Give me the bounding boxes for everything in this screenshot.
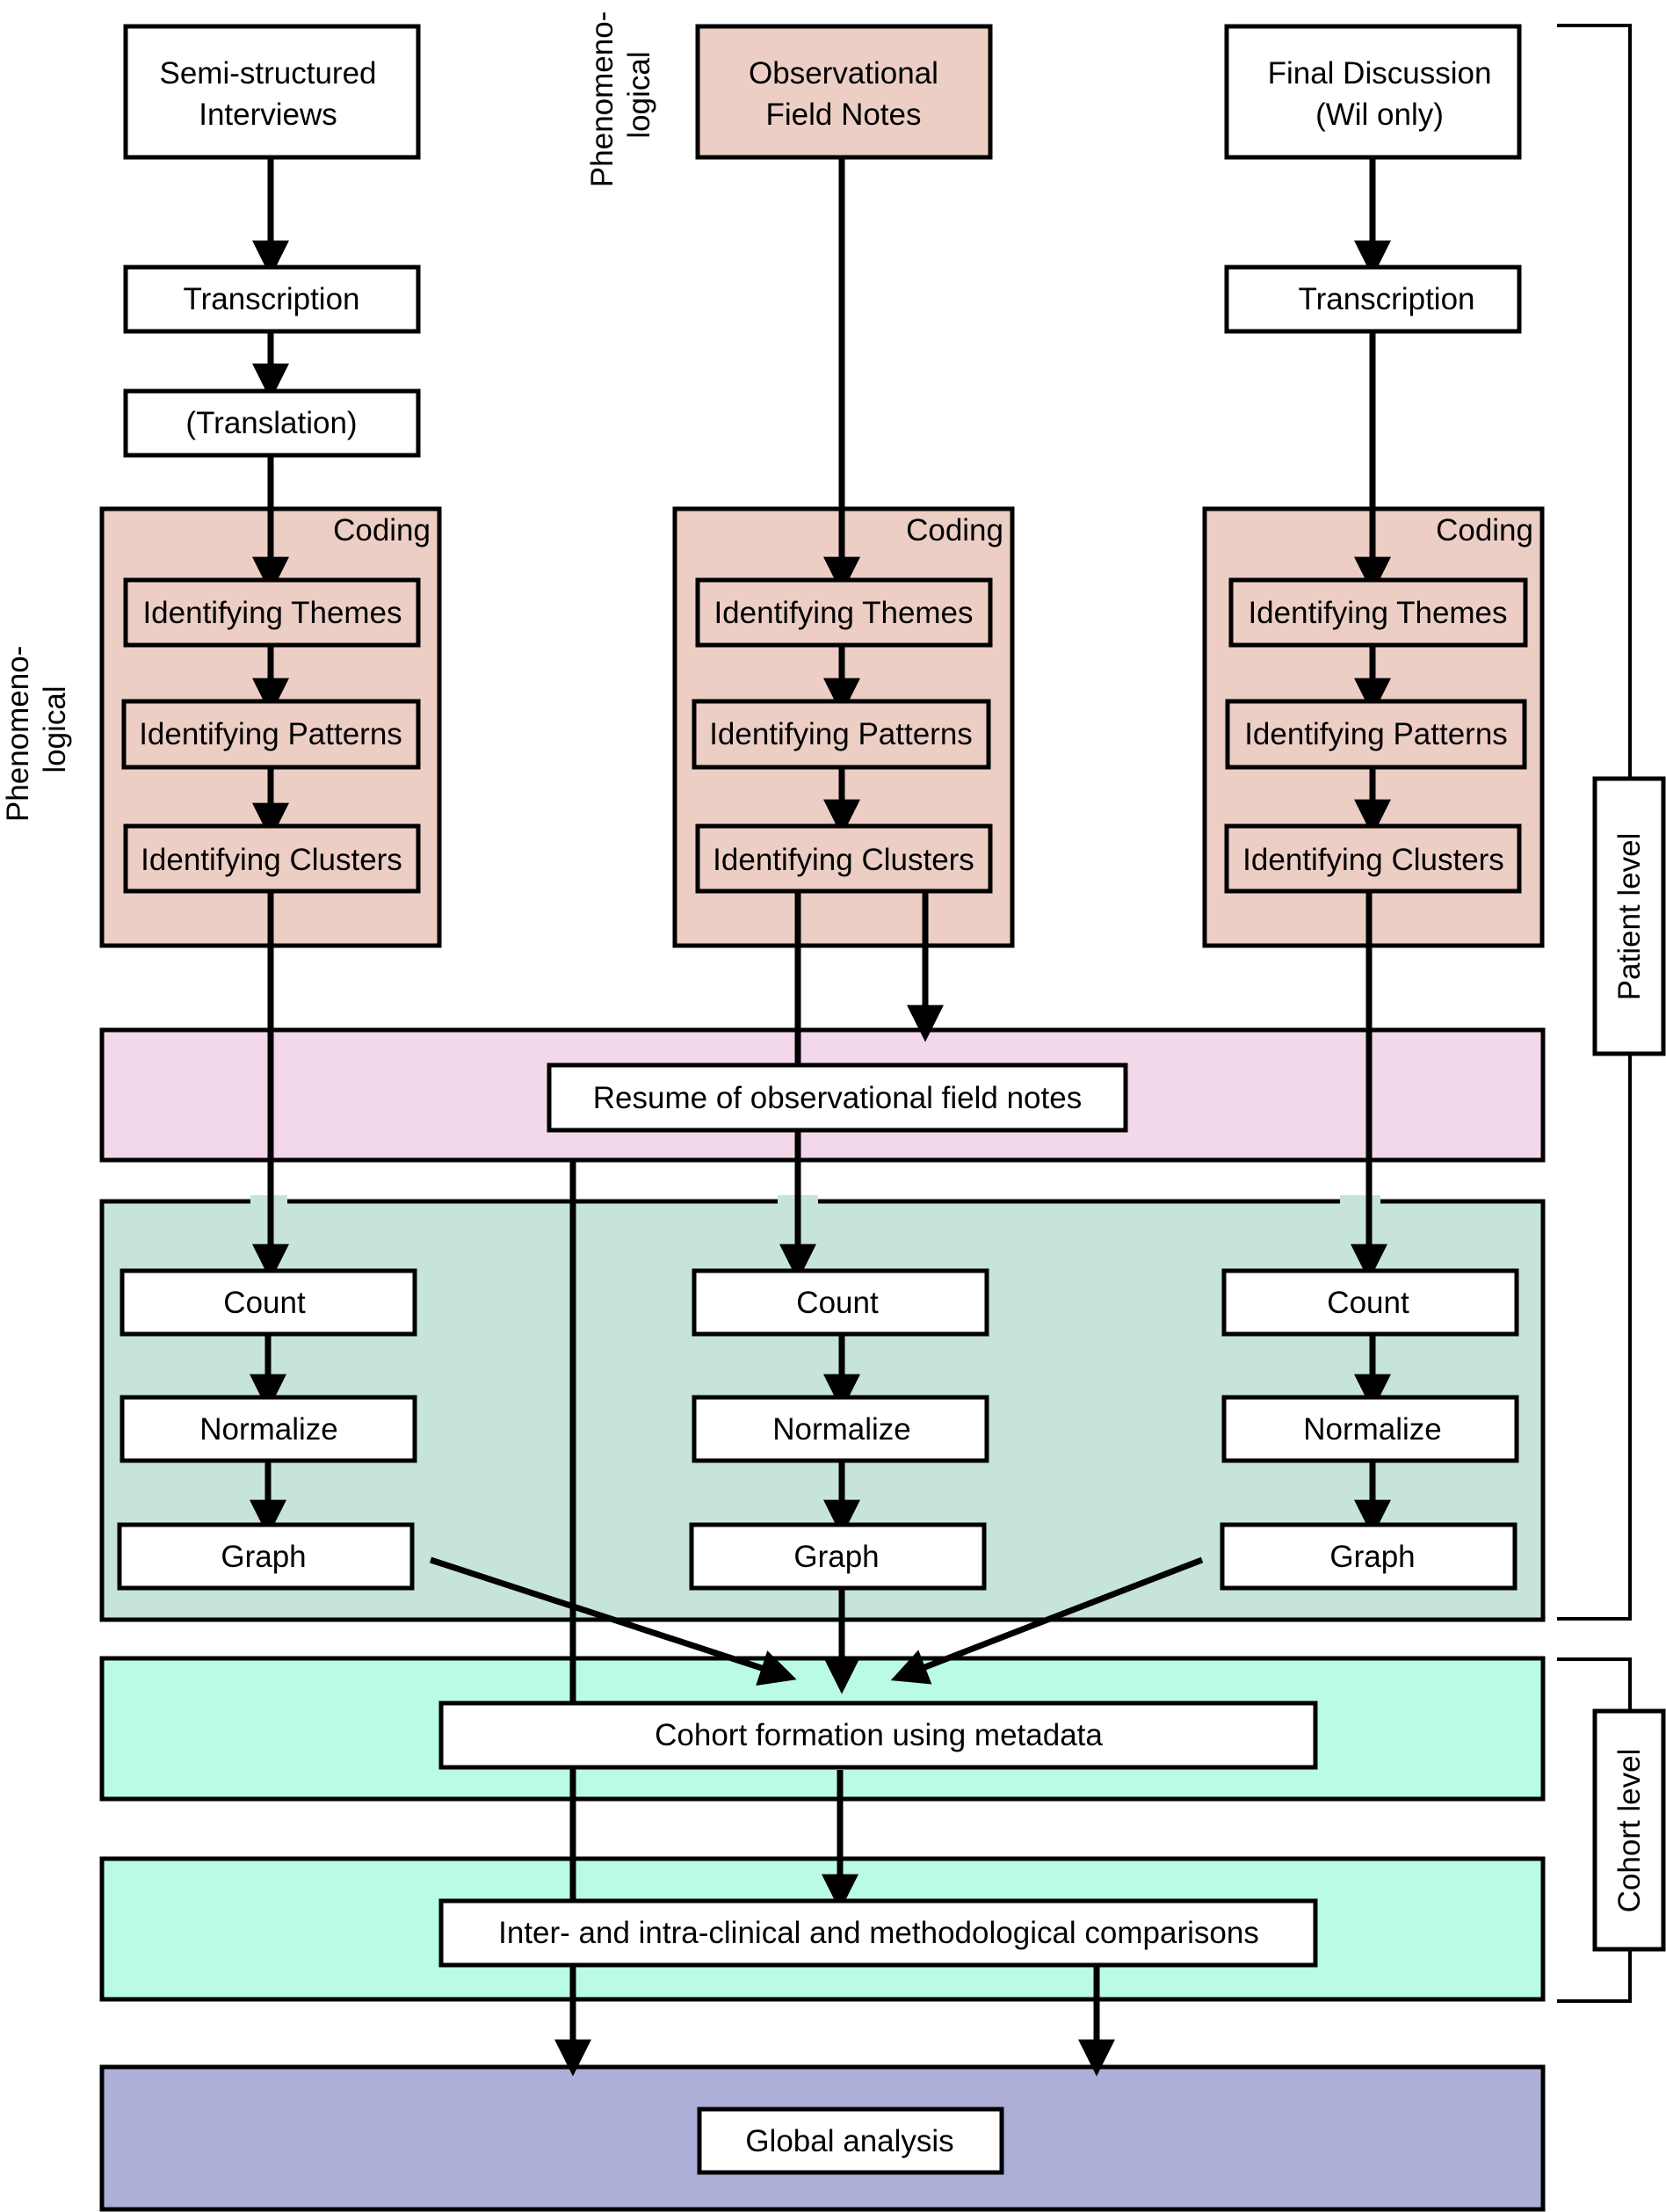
- svg-text:Normalize: Normalize: [772, 1412, 911, 1447]
- patterns-middle: Identifying Patterns: [692, 699, 991, 770]
- transcription-right: Transcription: [1224, 265, 1522, 334]
- clusters-middle: Identifying Clusters: [695, 823, 993, 894]
- source-field-notes: Observational Field Notes: [695, 24, 993, 160]
- comparisons: Inter- and intra-clinical and methodolog…: [438, 1898, 1318, 1968]
- translation-left: (Translation): [123, 388, 421, 458]
- svg-text:Patient level: Patient level: [1612, 833, 1647, 1001]
- svg-text:Interviews: Interviews: [199, 98, 337, 132]
- svg-text:Identifying Patterns: Identifying Patterns: [1244, 717, 1508, 751]
- svg-text:Identifying Themes: Identifying Themes: [1248, 596, 1507, 630]
- svg-text:Identifying Clusters: Identifying Clusters: [1242, 843, 1504, 877]
- graph-right: Graph: [1220, 1522, 1518, 1591]
- clusters-right: Identifying Clusters: [1224, 823, 1522, 894]
- normalize-right: Normalize: [1221, 1395, 1519, 1463]
- svg-text:Identifying Patterns: Identifying Patterns: [139, 717, 402, 751]
- svg-text:Identifying Clusters: Identifying Clusters: [141, 843, 402, 877]
- svg-text:(Wil only): (Wil only): [1315, 98, 1444, 132]
- svg-text:Resume of observational field: Resume of observational field notes: [593, 1081, 1082, 1115]
- svg-text:Normalize: Normalize: [199, 1412, 338, 1447]
- svg-text:(Translation): (Translation): [185, 406, 357, 440]
- coding-title-right: Coding: [1436, 513, 1533, 548]
- themes-left: Identifying Themes: [123, 577, 421, 648]
- global-analysis: Global analysis: [697, 2107, 1004, 2175]
- svg-text:Cohort formation using metadat: Cohort formation using metadata: [655, 1718, 1103, 1752]
- coding-title-left: Coding: [333, 513, 431, 548]
- svg-text:Count: Count: [1327, 1286, 1409, 1320]
- phenomenological-label-top: Phenomeno- logical: [585, 3, 656, 187]
- count-middle: Count: [692, 1268, 989, 1337]
- svg-text:Semi-structured: Semi-structured: [159, 56, 376, 91]
- svg-text:Transcription: Transcription: [1299, 282, 1475, 316]
- svg-text:Field Notes: Field Notes: [765, 98, 921, 132]
- svg-text:Identifying Patterns: Identifying Patterns: [709, 717, 973, 751]
- coding-title-middle: Coding: [906, 513, 1003, 548]
- svg-text:Count: Count: [796, 1286, 879, 1320]
- svg-text:Count: Count: [223, 1286, 306, 1320]
- count-right: Count: [1221, 1268, 1519, 1337]
- graph-left: Graph: [117, 1522, 415, 1591]
- svg-text:Transcription: Transcription: [184, 282, 360, 316]
- svg-text:Observational: Observational: [749, 56, 938, 91]
- source-final-discussion: Final Discussion (Wil only): [1224, 24, 1522, 160]
- svg-text:Inter- and intra-clinical and: Inter- and intra-clinical and methodolog…: [498, 1916, 1259, 1950]
- graph-middle: Graph: [689, 1522, 987, 1591]
- svg-text:Identifying Clusters: Identifying Clusters: [713, 843, 974, 877]
- themes-right: Identifying Themes: [1228, 577, 1528, 648]
- source-interviews: Semi-structured Interviews: [123, 24, 421, 160]
- transcription-left: Transcription: [123, 265, 421, 334]
- svg-text:Global analysis: Global analysis: [745, 2124, 953, 2158]
- svg-text:Graph: Graph: [793, 1540, 879, 1574]
- themes-middle: Identifying Themes: [695, 577, 993, 648]
- svg-text:Identifying Themes: Identifying Themes: [713, 596, 973, 630]
- svg-text:Graph: Graph: [221, 1540, 306, 1574]
- clusters-left: Identifying Clusters: [123, 823, 421, 894]
- patterns-left: Identifying Patterns: [121, 699, 421, 770]
- panel-gap-right: [1340, 1195, 1380, 1208]
- svg-text:Normalize: Normalize: [1303, 1412, 1442, 1447]
- svg-text:Graph: Graph: [1329, 1540, 1415, 1574]
- patterns-right: Identifying Patterns: [1225, 699, 1527, 770]
- normalize-left: Normalize: [120, 1395, 417, 1463]
- cohort-level-bracket: Cohort level: [1557, 1657, 1666, 2003]
- normalize-middle: Normalize: [692, 1395, 989, 1463]
- svg-text:Final Discussion: Final Discussion: [1268, 56, 1492, 91]
- resume-field-notes: Resume of observational field notes: [547, 1062, 1128, 1133]
- count-left: Count: [120, 1268, 417, 1337]
- svg-text:Cohort level: Cohort level: [1612, 1749, 1647, 1913]
- global-analysis-panel: [99, 2064, 1546, 2212]
- cohort-formation: Cohort formation using metadata: [438, 1701, 1318, 1770]
- svg-text:Identifying Themes: Identifying Themes: [142, 596, 402, 630]
- phenomenological-label-left: Phenomeno- logical: [1, 637, 72, 822]
- patient-level-bracket: Patient level: [1557, 24, 1666, 1621]
